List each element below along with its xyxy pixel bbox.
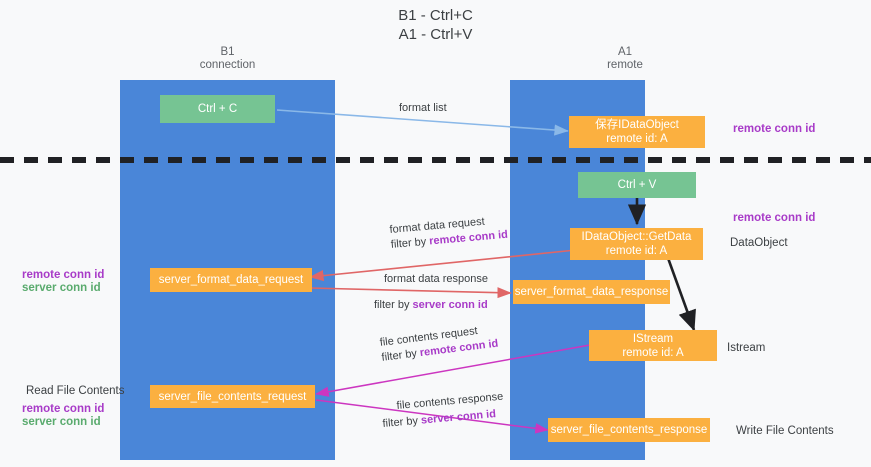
ann-remote-conn-id-mid: remote conn id [733,212,816,224]
column-header-a1-name: A1 [617,46,633,58]
ann-left-server-conn-id-2: server conn id [22,416,101,428]
node-server-file-contents-request[interactable]: server_file_contents_request [150,385,315,408]
filter-key: server conn id [412,299,488,311]
edge-label-format-data-response-line1: format data response [384,273,488,285]
ann-dataobject: DataObject [730,237,788,249]
ann-write-file-contents: Write File Contents [736,425,834,437]
node-idataobject[interactable]: 保存IDataObject remote id: A [569,116,705,148]
column-header-a1-role: remote [607,59,643,71]
edge-label-format-list: format list [399,102,447,114]
ann-left-server-conn-id-1: server conn id [22,282,101,294]
ann-read-file-contents: Read File Contents [26,385,125,397]
filter-prefix: filter by [374,299,413,311]
page-title: B1 - Ctrl+C A1 - Ctrl+V [398,7,473,43]
ann-remote-conn-id-top: remote conn id [733,123,816,135]
node-server-format-data-response[interactable]: server_format_data_response [513,280,670,304]
column-header-a1: A1 remote [545,46,705,72]
edge-label-file-contents-request: file contents request filter by remote c… [379,322,499,366]
node-server-format-data-request[interactable]: server_format_data_request [150,268,312,292]
filter-prefix: filter by [382,414,422,430]
node-ctrl-c[interactable]: Ctrl + C [160,95,275,123]
edge-label-format-data-response: format data response [384,272,488,287]
column-header-b1-name: B1 [220,46,235,58]
filter-prefix: filter by [380,347,421,364]
column-header-b1-role: connection [199,59,256,71]
node-ctrl-v[interactable]: Ctrl + V [578,172,696,198]
node-server-file-contents-response[interactable]: server_file_contents_response [548,418,710,442]
column-header-b1: B1 connection [150,46,305,72]
node-istream[interactable]: IStream remote id: A [589,330,717,361]
phase-divider [0,157,871,163]
ann-istream: Istream [727,342,766,354]
filter-prefix: filter by [390,235,430,251]
node-getdata[interactable]: IDataObject::GetData remote id: A [570,228,703,260]
edge-getdata-to-istream [666,257,696,332]
ann-left-remote-conn-id-2: remote conn id [22,403,105,415]
edge-label-format-data-response-filter: filter by server conn id [374,298,488,313]
ann-left-remote-conn-id-1: remote conn id [22,269,105,281]
edge-format-data-response [309,287,512,299]
edge-label-format-data-request: format data request filter by remote con… [389,213,509,253]
